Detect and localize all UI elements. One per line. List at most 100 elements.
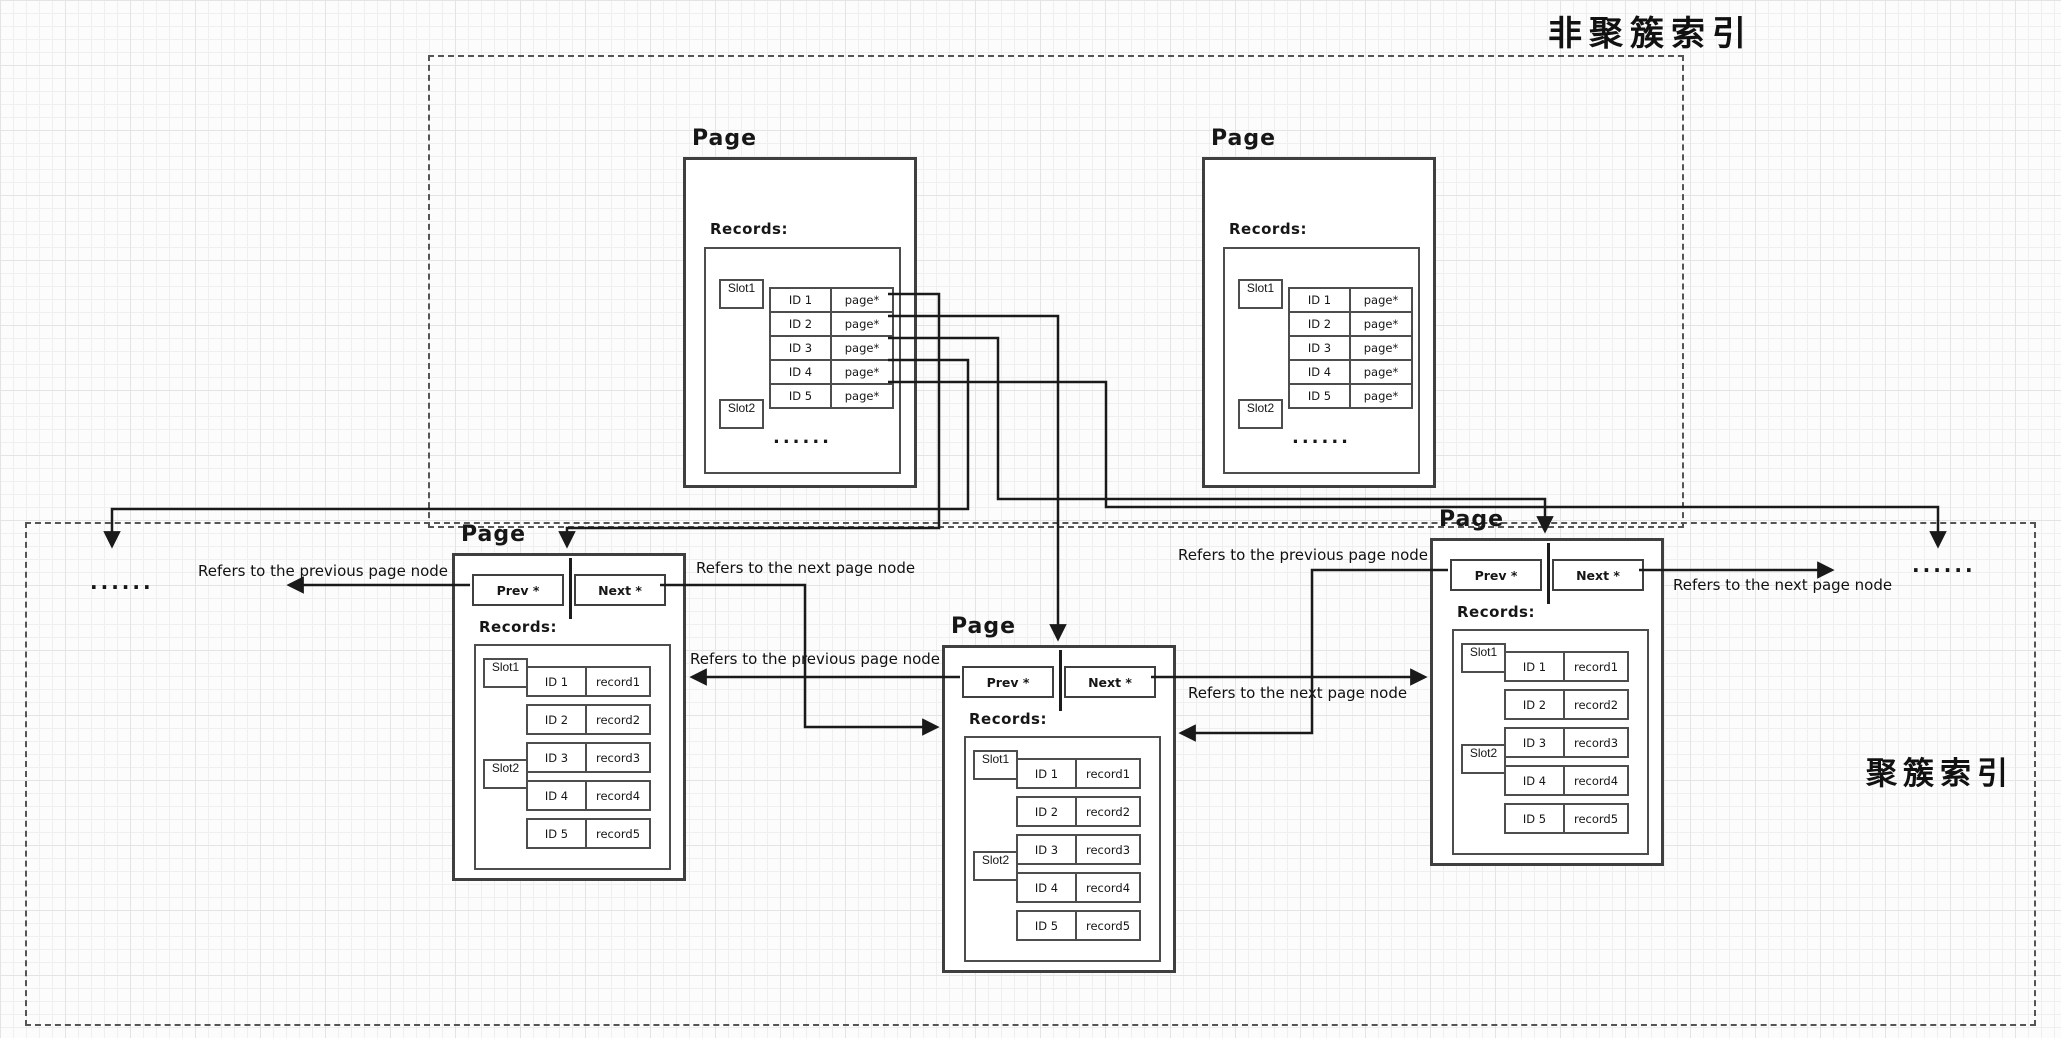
record-value: record3: [1573, 735, 1619, 750]
record-pointer: page*: [844, 293, 880, 307]
data-page-right: Page Prev * Next * Records: Slot1 Slot2 …: [1430, 507, 1664, 866]
ellipsis: ......: [772, 427, 833, 448]
prev-next-divider: [1059, 650, 1062, 711]
record-id: ID 3: [1290, 337, 1351, 359]
record-value: record3: [595, 750, 641, 765]
record-pointer: page*: [844, 365, 880, 379]
record-id: ID 1: [1506, 653, 1565, 680]
prev-next-divider: [1547, 543, 1550, 604]
slot1-box: Slot1: [483, 658, 528, 688]
page-title: Page: [461, 522, 527, 547]
record-value: record5: [595, 826, 641, 841]
record-id: ID 4: [1018, 874, 1077, 901]
record-value: record3: [1085, 842, 1131, 857]
record-pointer: page*: [1363, 317, 1399, 331]
record-value: record2: [1085, 804, 1131, 819]
page-box: Prev * Next * Records: Slot1 Slot2 ID 1 r…: [1430, 538, 1664, 866]
table-row: ID 2 page*: [1290, 313, 1411, 337]
slot2-box: Slot2: [973, 851, 1018, 881]
page-title: Page: [1439, 507, 1505, 532]
data-row: ID 4 record4: [526, 780, 651, 811]
record-value: record5: [1573, 811, 1619, 826]
record-id: ID 1: [1290, 289, 1351, 311]
record-pointer: page*: [844, 389, 880, 403]
refers-next-label: Refers to the next page node: [696, 559, 916, 577]
slot1-box: Slot1: [719, 279, 764, 309]
prev-pointer-box: Prev *: [1450, 559, 1542, 591]
slot2-box: Slot2: [1461, 744, 1506, 774]
table-row: ID 4 page*: [771, 361, 892, 385]
record-id: ID 2: [771, 313, 832, 335]
record-id: ID 4: [1506, 767, 1565, 794]
record-value: record4: [1085, 880, 1131, 895]
slot1-box: Slot1: [1238, 279, 1283, 309]
clustered-index-title: 聚簇索引: [1866, 756, 2014, 792]
records-label: Records:: [479, 618, 557, 636]
record-id: ID 4: [528, 782, 587, 809]
refers-previous-label: Refers to the previous page node: [690, 650, 941, 668]
record-id: ID 5: [528, 820, 587, 847]
ellipsis: ......: [1291, 427, 1352, 448]
record-id: ID 3: [1506, 729, 1565, 756]
records-label: Records:: [969, 710, 1047, 728]
refers-previous-label: Refers to the previous page node: [198, 562, 449, 580]
page-title: Page: [951, 614, 1017, 639]
refers-previous-label: Refers to the previous page node: [1178, 546, 1429, 564]
slot1-box: Slot1: [1461, 643, 1506, 673]
records-label: Records:: [1457, 603, 1535, 621]
prev-next-divider: [569, 558, 572, 619]
record-value: record4: [595, 788, 641, 803]
record-id: ID 5: [771, 385, 832, 407]
data-page-middle: Page Prev * Next * Records: Slot1 Slot2 …: [942, 614, 1176, 973]
data-row: ID 3 record3: [526, 742, 651, 773]
record-id: ID 1: [1018, 760, 1077, 787]
data-row: ID 2 record2: [1016, 796, 1141, 827]
prev-pointer-box: Prev *: [962, 666, 1054, 698]
data-page-left: Page Prev * Next * Records: Slot1 Slot2 …: [452, 522, 686, 881]
record-id: ID 4: [771, 361, 832, 383]
record-id: ID 5: [1290, 385, 1351, 407]
slot2-box: Slot2: [483, 759, 528, 789]
record-id: ID 2: [1506, 691, 1565, 718]
next-pointer-box: Next *: [574, 574, 666, 606]
nonclustered-index-title: 非聚簇索引: [1548, 14, 1753, 54]
next-pointer-box: Next *: [1064, 666, 1156, 698]
record-value: record5: [1085, 918, 1131, 933]
records-label: Records:: [1229, 220, 1307, 238]
slot2-box: Slot2: [719, 399, 764, 429]
slot2-box: Slot2: [1238, 399, 1283, 429]
record-id: ID 2: [1018, 798, 1077, 825]
next-pointer-box: Next *: [1552, 559, 1644, 591]
record-value: record2: [595, 712, 641, 727]
data-row: ID 4 record4: [1016, 872, 1141, 903]
page-title: Page: [1211, 126, 1277, 151]
record-id: ID 1: [528, 668, 587, 695]
record-value: record1: [1573, 659, 1619, 674]
more-pages-ellipsis-right: ......: [1912, 553, 1976, 577]
records-label: Records:: [710, 220, 788, 238]
record-value: record1: [595, 674, 641, 689]
record-id: ID 2: [1290, 313, 1351, 335]
refers-next-label: Refers to the next page node: [1673, 576, 1893, 594]
record-id: ID 3: [528, 744, 587, 771]
record-value: record1: [1085, 766, 1131, 781]
record-pointer: page*: [1363, 341, 1399, 355]
